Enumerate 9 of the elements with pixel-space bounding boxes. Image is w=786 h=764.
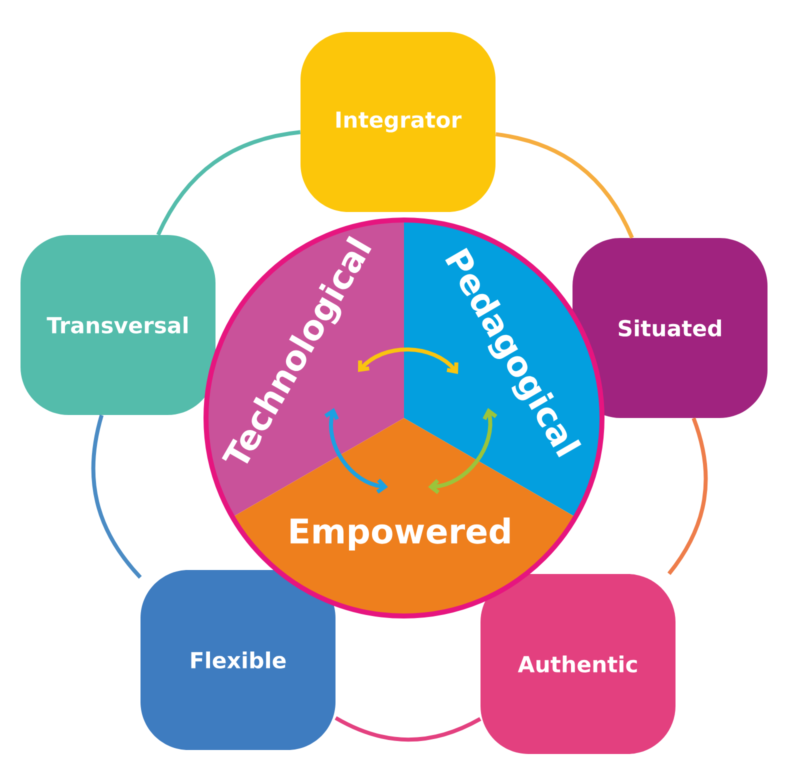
ring-arc bbox=[334, 716, 482, 742]
center-circle bbox=[204, 218, 604, 618]
ring-arc bbox=[495, 132, 634, 239]
ring-arc bbox=[667, 418, 708, 575]
arrow bbox=[358, 348, 458, 374]
ring-arc bbox=[91, 414, 142, 579]
ring-arc bbox=[156, 130, 301, 236]
arrow bbox=[324, 408, 388, 494]
arrow bbox=[428, 408, 498, 494]
